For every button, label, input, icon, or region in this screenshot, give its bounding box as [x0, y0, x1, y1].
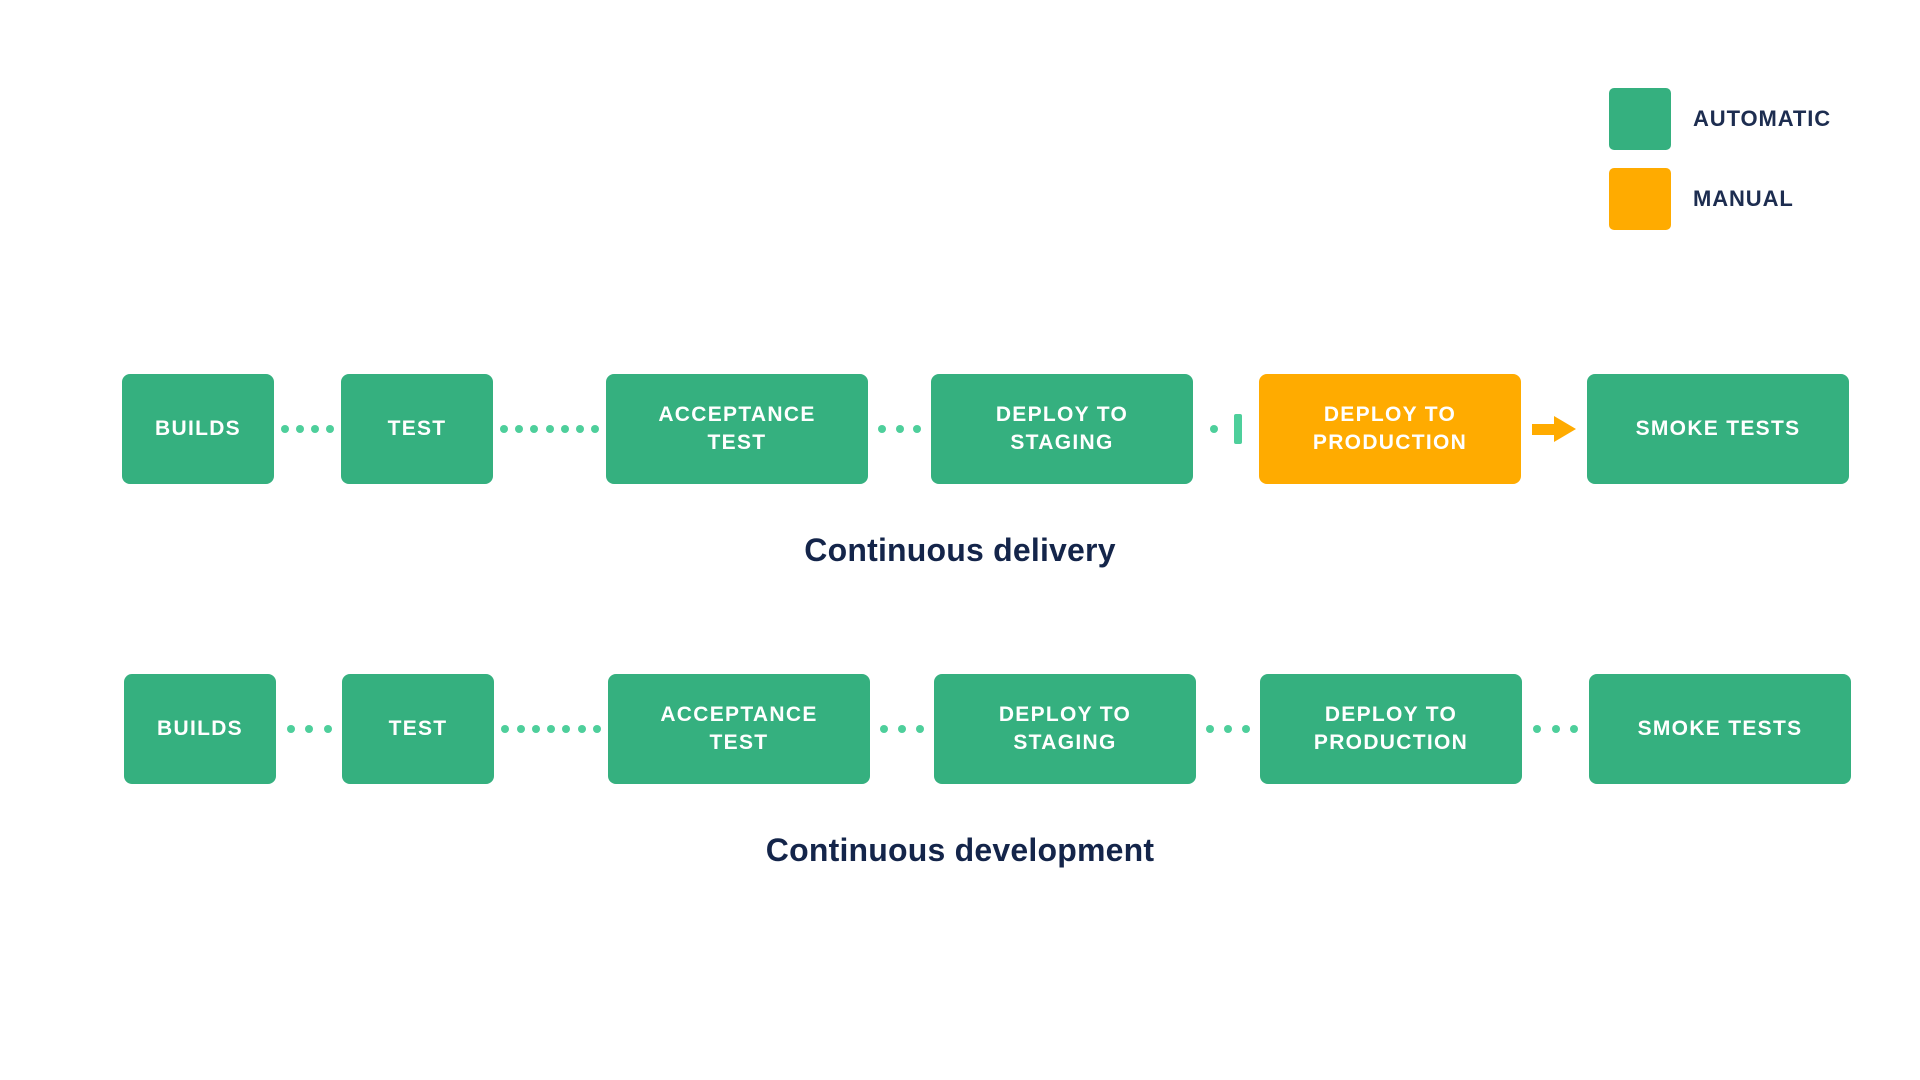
stage-label: SMOKE TESTS	[1635, 417, 1801, 441]
connector-dot	[590, 425, 599, 433]
connector-dotted	[1196, 674, 1260, 784]
connector-dotted	[494, 674, 608, 784]
connector-dot	[1532, 725, 1541, 733]
green-square-swatch	[1609, 88, 1671, 150]
connector-bar	[1234, 414, 1243, 444]
connector-dot	[575, 425, 584, 433]
connector-dot	[296, 425, 304, 433]
connector-dot	[1242, 725, 1250, 733]
legend-item-label: MANUAL	[1693, 186, 1794, 211]
connector-dot	[895, 425, 904, 433]
connector-dot	[531, 725, 540, 733]
stage-label: DEPLOY TO STAGING	[995, 403, 1129, 454]
stage-label: BUILDS	[157, 717, 243, 741]
connector-dot	[500, 425, 509, 433]
stage-box-acceptance-test[interactable]: ACCEPTANCE TEST	[608, 674, 870, 784]
stage-box-deploy-to-staging[interactable]: DEPLOY TO STAGING	[931, 374, 1193, 484]
connector-dot	[592, 725, 601, 733]
stage-label: TEST	[387, 417, 447, 441]
stage-box-builds[interactable]: BUILDS	[124, 674, 276, 784]
connector-dot	[1570, 725, 1579, 733]
stage-label: DEPLOY TO PRODUCTION	[1312, 403, 1468, 454]
connector-dotted	[493, 374, 606, 484]
stage-label: ACCEPTANCE TEST	[660, 703, 818, 754]
connector-dot	[916, 725, 924, 733]
legend-item-automatic: AUTOMATIC	[1609, 88, 1831, 150]
stage-label: DEPLOY TO PRODUCTION	[1313, 703, 1469, 754]
connector-dot	[516, 725, 525, 733]
connector-dot	[1551, 725, 1560, 733]
connector-dot	[1209, 425, 1218, 433]
stage-label: DEPLOY TO STAGING	[998, 703, 1132, 754]
connector-arrow	[1521, 374, 1587, 484]
stage-label: SMOKE TESTS	[1637, 717, 1803, 741]
stage-box-test[interactable]: TEST	[341, 374, 493, 484]
connector-dot	[305, 725, 313, 733]
connector-dot	[323, 725, 332, 733]
connector-dotted	[868, 374, 931, 484]
pipeline-caption-continuous-development: Continuous development	[765, 832, 1155, 868]
legend: AUTOMATIC MANUAL	[1609, 88, 1831, 230]
stage-label: ACCEPTANCE TEST	[658, 403, 816, 454]
connector-dot	[898, 725, 906, 733]
connector-dot	[562, 725, 571, 733]
connector-dotted	[870, 674, 934, 784]
stage-box-deploy-to-production[interactable]: DEPLOY TO PRODUCTION	[1260, 674, 1522, 784]
stage-box-deploy-to-staging[interactable]: DEPLOY TO STAGING	[934, 674, 1196, 784]
connector-dot	[1224, 725, 1232, 733]
connector-dot	[281, 425, 289, 433]
connector-dot	[877, 425, 886, 433]
connector-dot	[311, 425, 319, 433]
stage-box-test[interactable]: TEST	[342, 674, 494, 784]
pipeline-caption-continuous-delivery: Continuous delivery	[804, 532, 1116, 568]
connector-dot	[515, 425, 524, 433]
stage-label: BUILDS	[155, 417, 241, 441]
orange-square-swatch	[1609, 168, 1671, 230]
connector-dot	[577, 725, 586, 733]
connector-dot	[1206, 725, 1214, 733]
stage-box-smoke-tests[interactable]: SMOKE TESTS	[1589, 674, 1851, 784]
connector-dot	[530, 425, 539, 433]
stage-box-builds[interactable]: BUILDS	[122, 374, 274, 484]
connector-dotted	[1193, 374, 1259, 484]
connector-dot	[286, 725, 295, 733]
connector-dotted	[276, 674, 342, 784]
connector-dot	[501, 725, 510, 733]
connector-dotted	[1522, 674, 1589, 784]
arrow-right-icon	[1532, 416, 1576, 442]
connector-dot	[560, 425, 569, 433]
stage-box-acceptance-test[interactable]: ACCEPTANCE TEST	[606, 374, 868, 484]
stage-label: TEST	[388, 717, 448, 741]
stage-box-smoke-tests[interactable]: SMOKE TESTS	[1587, 374, 1849, 484]
pipeline-continuous-development: BUILDS TEST ACCEPTANCE TEST DEPLOY TO STAGI…	[0, 674, 1920, 794]
connector-dot	[880, 725, 888, 733]
legend-item-label: AUTOMATIC	[1693, 106, 1832, 131]
connector-dot	[326, 425, 334, 433]
connector-dot	[545, 425, 554, 433]
connector-dot	[913, 425, 922, 433]
legend-item-manual: MANUAL	[1609, 168, 1831, 230]
connector-dotted	[274, 374, 341, 484]
stage-box-deploy-to-production[interactable]: DEPLOY TO PRODUCTION	[1259, 374, 1521, 484]
pipeline-continuous-delivery: BUILDS TEST ACCEPTANCE TEST DEPLOY TO STAGI…	[0, 374, 1920, 494]
connector-dot	[547, 725, 555, 733]
